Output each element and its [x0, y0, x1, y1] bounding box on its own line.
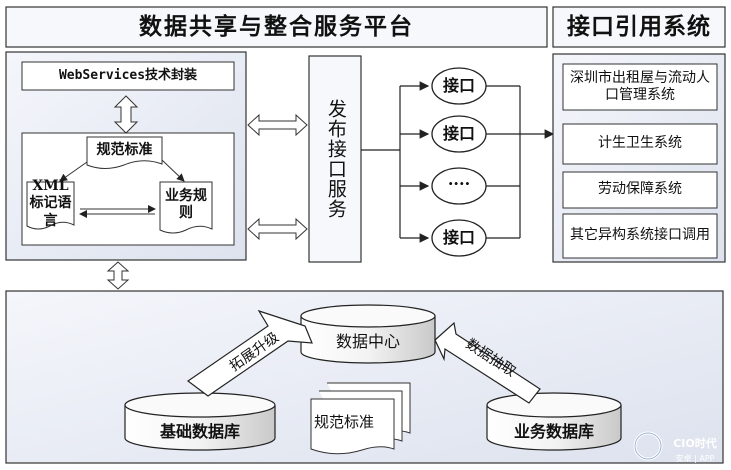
systems-title: 接口引用系统 [567, 13, 711, 40]
expand-upgrade-arrow [186, 309, 313, 397]
publish-service-box [308, 55, 362, 263]
lower-link-arrow [106, 261, 130, 290]
data-center-cylinder [300, 316, 436, 364]
watermark-sub: 安卓 | APP [675, 454, 715, 463]
interface-label-4: 接口 [442, 228, 475, 247]
system-box-2 [562, 123, 718, 165]
publish-service-label: 发布接口服务 [324, 99, 347, 219]
system-label-2: 计生卫生系统 [598, 135, 682, 152]
systems-title-box [552, 6, 726, 48]
spec-doc-label: 规范标准 [314, 412, 375, 431]
spec-standard-label: 规范标准 [96, 142, 153, 159]
data-center-label: 数据中心 [335, 332, 400, 351]
data-extract-arrow [434, 321, 541, 404]
business-db-label: 业务数据库 [513, 422, 594, 441]
base-db-cylinder [124, 405, 276, 451]
system-label-1: 深圳市出租屋与流动人口管理系统 [570, 69, 710, 104]
business-db-cylinder [486, 405, 622, 451]
interface-label-2: 接口 [442, 124, 475, 143]
system-box-1 [562, 63, 718, 111]
system-label-3: 劳动保障系统 [598, 181, 682, 198]
business-rules-label: 业务规则 [165, 187, 207, 222]
business-rules-doc [159, 181, 213, 234]
system-box-3 [562, 171, 718, 209]
webservices-label: WebServices技术封装 [58, 67, 198, 83]
webservices-box [21, 61, 235, 91]
interface-label-3: ···· [447, 174, 471, 193]
system-label-4: 其它异构系统接口调用 [570, 227, 710, 244]
vertical-double-arrow [113, 95, 139, 134]
base-db-label: 基础数据库 [159, 422, 240, 441]
xml-doc [26, 181, 75, 230]
platform-title-box [5, 6, 548, 48]
panel-link-arrow-1 [247, 113, 308, 137]
platform-title: 数据共享与整合服务平台 [139, 13, 414, 40]
system-box-4 [562, 213, 718, 259]
xml-label: XML标记语言 [29, 177, 72, 229]
spec-doc-stack [310, 398, 395, 455]
interface-label-1: 接口 [442, 76, 475, 95]
panel-link-arrow-2 [247, 217, 308, 241]
watermark-brand: CIO时代 [673, 437, 717, 451]
spec-standard-doc [86, 136, 163, 169]
